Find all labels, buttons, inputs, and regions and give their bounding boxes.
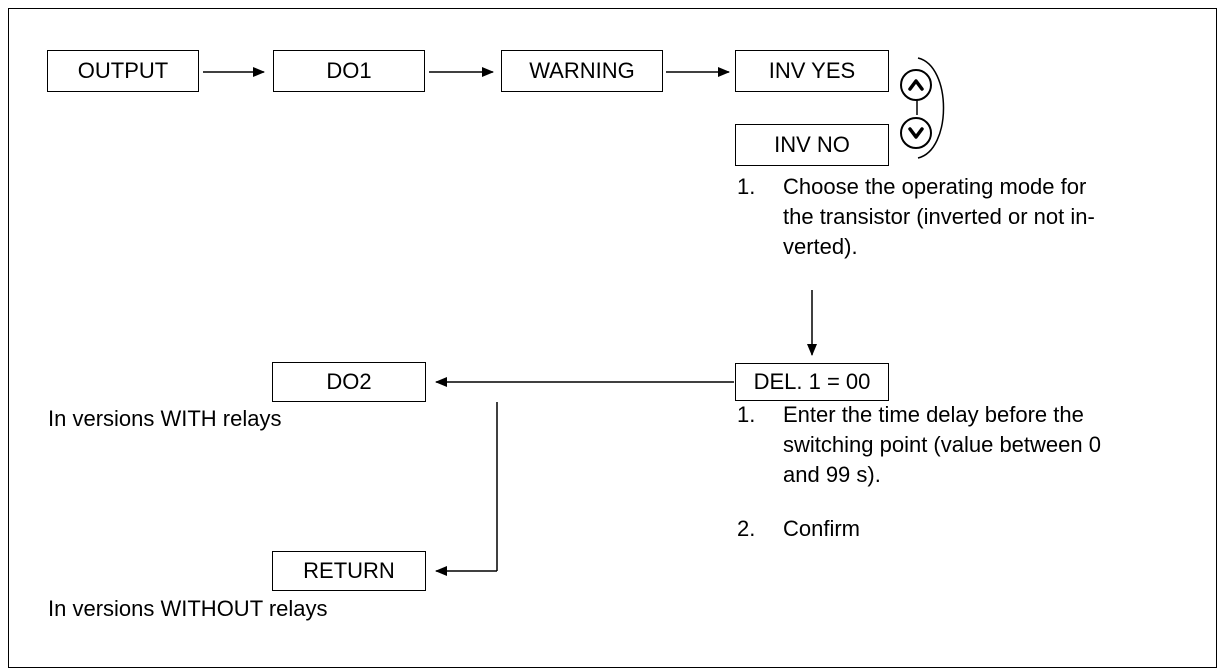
step-number: 2. — [737, 516, 756, 541]
up-arrow-icon — [908, 79, 924, 91]
inv-no-box: INV NO — [735, 124, 889, 166]
return-box: RETURN — [272, 551, 426, 591]
do2-box: DO2 — [272, 362, 426, 402]
step-line: Enter the time delay before the — [783, 402, 1084, 427]
output-box: OUTPUT — [47, 50, 199, 92]
step-text: Confirm — [783, 514, 860, 544]
step-text: Enter the time delay before the switchin… — [783, 400, 1101, 490]
delay-box: DEL. 1 = 00 — [735, 363, 889, 401]
without-relays-note: In versions WITHOUT relays — [48, 596, 328, 621]
step-line: the transistor (inverted or not in- — [783, 204, 1095, 229]
step-number: 1. — [737, 402, 756, 427]
up-key-button — [900, 69, 932, 101]
step-text: Choose the operating mode for the transi… — [783, 172, 1095, 262]
inv-yes-box: INV YES — [735, 50, 889, 92]
step-line: Choose the operating mode for — [783, 174, 1087, 199]
step-line: switching point (value between 0 — [783, 432, 1101, 457]
step-line: Confirm — [783, 516, 861, 541]
step-line: verted). — [783, 234, 858, 259]
toggle-bracket — [917, 57, 945, 159]
step-number: 1. — [737, 174, 756, 199]
with-relays-note: In versions WITH relays — [48, 406, 282, 431]
down-arrow-icon — [908, 127, 924, 139]
warning-box: WARNING — [501, 50, 663, 92]
down-key-button — [900, 117, 932, 149]
step-line: and 99 s). — [783, 462, 881, 487]
do1-box: DO1 — [273, 50, 425, 92]
